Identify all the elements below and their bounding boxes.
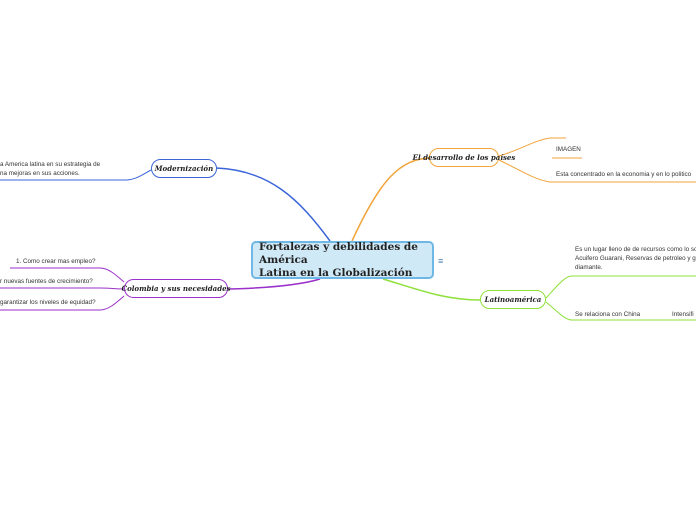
latinoamerica-leaf-recursos[interactable]: Es un lugar lleno de de recursos como lo… [575,245,696,272]
colombia-leaf-empleo[interactable]: 1. Como crear mas empleo? [16,258,96,265]
colombia-leaf-equidad[interactable]: garantizar los niveles de equidad? [0,299,96,306]
connector-modernizacion [215,167,331,242]
topic-latinoamerica-label: Latinoamérica [484,295,542,304]
connector-latinoamerica [382,278,481,301]
modernizacion-leaf[interactable]: a America latina en su estrategia de na … [0,160,100,178]
connector-modernizacion-leaf [0,169,152,181]
connector-colombia-leaf2 [0,287,125,290]
connector-desarrollo [351,157,433,242]
central-topic[interactable]: Fortalezas y debilidades de América Lati… [251,241,434,279]
colombia-leaf-crecimiento[interactable]: r nuevas fuentes de crecimiento? [0,278,93,285]
connector-colombia-leaf1 [10,267,125,283]
connector-colombia-leaf3 [0,295,125,311]
central-topic-line1: Fortalezas y debilidades de América [259,240,418,266]
topic-colombia[interactable]: Colombia y sus necesidades [121,279,231,298]
connector-latino-leaf1 [545,275,696,299]
latinoamerica-leaf-recursos-line2: Acuifero Guarani, Reservas de petroleo y… [575,255,696,262]
connector-latino-leaf2 [545,301,650,321]
topic-latinoamerica[interactable]: Latinoamérica [480,290,546,309]
topic-desarrollo-label: El desarrollo de los países [412,153,516,162]
topic-modernizacion[interactable]: Modernización [151,159,217,178]
central-topic-line2: Latina en la Globalización [259,266,413,279]
desarrollo-leaf-imagen[interactable]: IMAGEN [556,146,581,153]
desarrollo-leaf-economia[interactable]: Esta concentrado en la economia y en lo … [556,171,692,178]
modernizacion-leaf-line2: na mejoras en sus acciones. [0,170,80,177]
connector-desarrollo-leaf2 [498,159,696,183]
list-icon[interactable]: ≡ [438,256,444,266]
topic-colombia-label: Colombia y sus necesidades [121,284,231,293]
latinoamerica-leaf-intensifi[interactable]: Intensifi [672,311,694,318]
latinoamerica-leaf-recursos-line1: Es un lugar lleno de de recursos como lo… [575,246,696,253]
modernizacion-leaf-line1: a America latina en su estrategia de [0,161,101,168]
topic-desarrollo[interactable]: El desarrollo de los países [413,148,515,167]
connector-colombia [227,278,321,290]
latinoamerica-leaf-china[interactable]: Se relaciona con China [575,311,641,318]
latinoamerica-leaf-recursos-line3: diamante. [575,264,603,271]
topic-modernizacion-label: Modernización [154,164,214,173]
connector-desarrollo-leaf1 [498,137,566,157]
